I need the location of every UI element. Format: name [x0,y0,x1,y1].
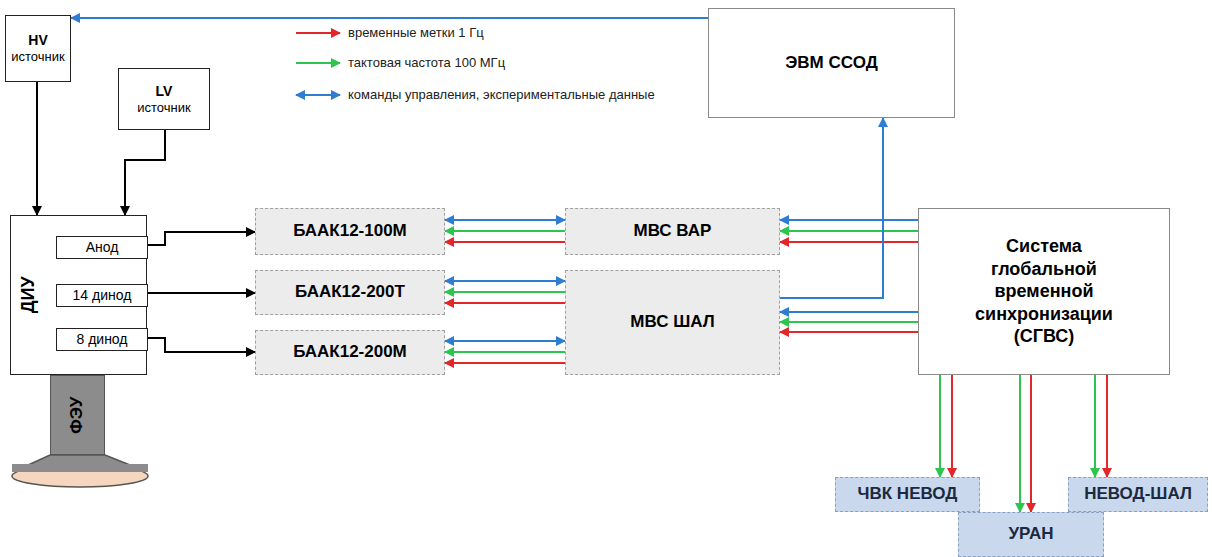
connector-arrow [1030,375,1032,512]
pmt-rim [12,464,148,472]
connector-arrow [780,311,918,313]
connector-arrow [71,17,708,19]
power-supply-box: HVисточник [5,15,71,82]
connector-arrow [780,241,918,243]
text-holder: ЧВК НЕВОД [836,478,979,511]
text-holder: 8 динод [57,329,147,350]
pmt-window [12,465,148,487]
node-label: ДИУ [17,277,39,314]
setup-box: УРАН [958,512,1104,557]
text-holder: ЭВМ ССОД [709,9,954,117]
output-box: 8 динод [56,328,148,351]
connector-arrow [148,232,255,245]
setup-box: НЕВОД-ШАЛ [1068,477,1208,512]
connector-arrow [148,338,255,352]
pmt-tube: ФЭУ [50,375,105,455]
legend-arrow [296,62,340,64]
sync-system-box: Система глобальной временной синхронизац… [918,208,1170,375]
connector-arrow [951,375,953,477]
connector-arrow [780,331,918,333]
text-holder: Анод [57,237,147,258]
adc-box: БААК12-200М [255,330,445,375]
node-sublabel: источник [137,100,190,116]
node-label: Анод [86,239,119,256]
node-label: 8 динод [76,331,127,348]
node-label: НЕВОД-ШАЛ [1084,484,1192,504]
text-holder: HVисточник [6,16,70,81]
node-label: БААК12-200Т [295,282,405,302]
connector-arrow [1019,375,1021,512]
legend-text: временные метки 1 Гц [348,25,484,41]
network-box: МВС ШАЛ [565,270,780,375]
node-sublabel: источник [11,49,64,65]
power-supply-box: LVисточник [118,68,210,130]
node-label: УРАН [1009,524,1054,544]
node-label: HV [28,32,47,49]
connector-arrow [36,82,38,215]
connector-arrow [445,219,565,221]
connector-arrow [780,321,918,323]
text-holder: Система глобальной временной синхронизац… [919,209,1169,374]
text-holder: БААК12-200М [256,331,444,374]
legend-text: команды управления, экспериментальные да… [348,87,655,103]
text-holder: МВС ВАР [566,209,779,254]
connector-arrow [445,362,565,364]
connector-arrow [939,375,941,477]
legend-text: тактовая частота 100 МГц [348,55,505,71]
node-label: Система глобальной временной синхронизац… [969,235,1119,348]
node-label: LV [156,83,173,100]
legend-arrow [296,32,340,34]
connector-arrow [780,118,883,298]
node-label: ФЭУ [67,396,87,433]
connector-arrow [445,302,565,304]
output-box: Анод [56,236,148,259]
connector-arrow [445,291,565,293]
text-holder: БААК12-200Т [256,271,444,314]
connector-arrow [780,230,918,232]
text-holder: МВС ШАЛ [566,271,779,374]
connector-arrow [445,351,565,353]
text-holder: LVисточник [119,69,209,129]
text-holder: УРАН [959,513,1103,556]
node-label: БААК12-100М [293,221,407,241]
computer-box: ЭВМ ССОД [708,8,955,118]
text-holder: 14 динод [57,285,147,306]
connector-arrow [148,292,255,294]
text-holder: ДИУ [11,216,45,374]
node-label: ЭВМ ССОД [785,53,878,73]
node-label: 14 динод [73,287,132,304]
node-label: ЧВК НЕВОД [858,484,958,504]
connector-arrow [125,130,165,215]
setup-box: ЧВК НЕВОД [835,477,980,512]
connector-arrow [780,219,918,221]
divider-box: ДИУ Анод 14 динод 8 динод [10,215,147,375]
text-holder: ФЭУ [51,376,104,454]
network-box: МВС ВАР [565,208,780,255]
connector-arrow [445,340,565,342]
adc-box: БААК12-200Т [255,270,445,315]
connector-arrow [445,241,565,243]
node-label: МВС ВАР [634,221,712,241]
connector-arrow [445,280,565,282]
text-holder: БААК12-100М [256,209,444,254]
connector-arrow [1094,375,1096,477]
connector-arrow [445,230,565,232]
node-label: МВС ШАЛ [630,312,714,332]
adc-box: БААК12-100М [255,208,445,255]
legend-arrow [296,94,340,96]
output-box: 14 динод [56,284,148,307]
connector-arrow [1106,375,1108,477]
node-label: БААК12-200М [293,342,407,362]
text-holder: НЕВОД-ШАЛ [1069,478,1207,511]
